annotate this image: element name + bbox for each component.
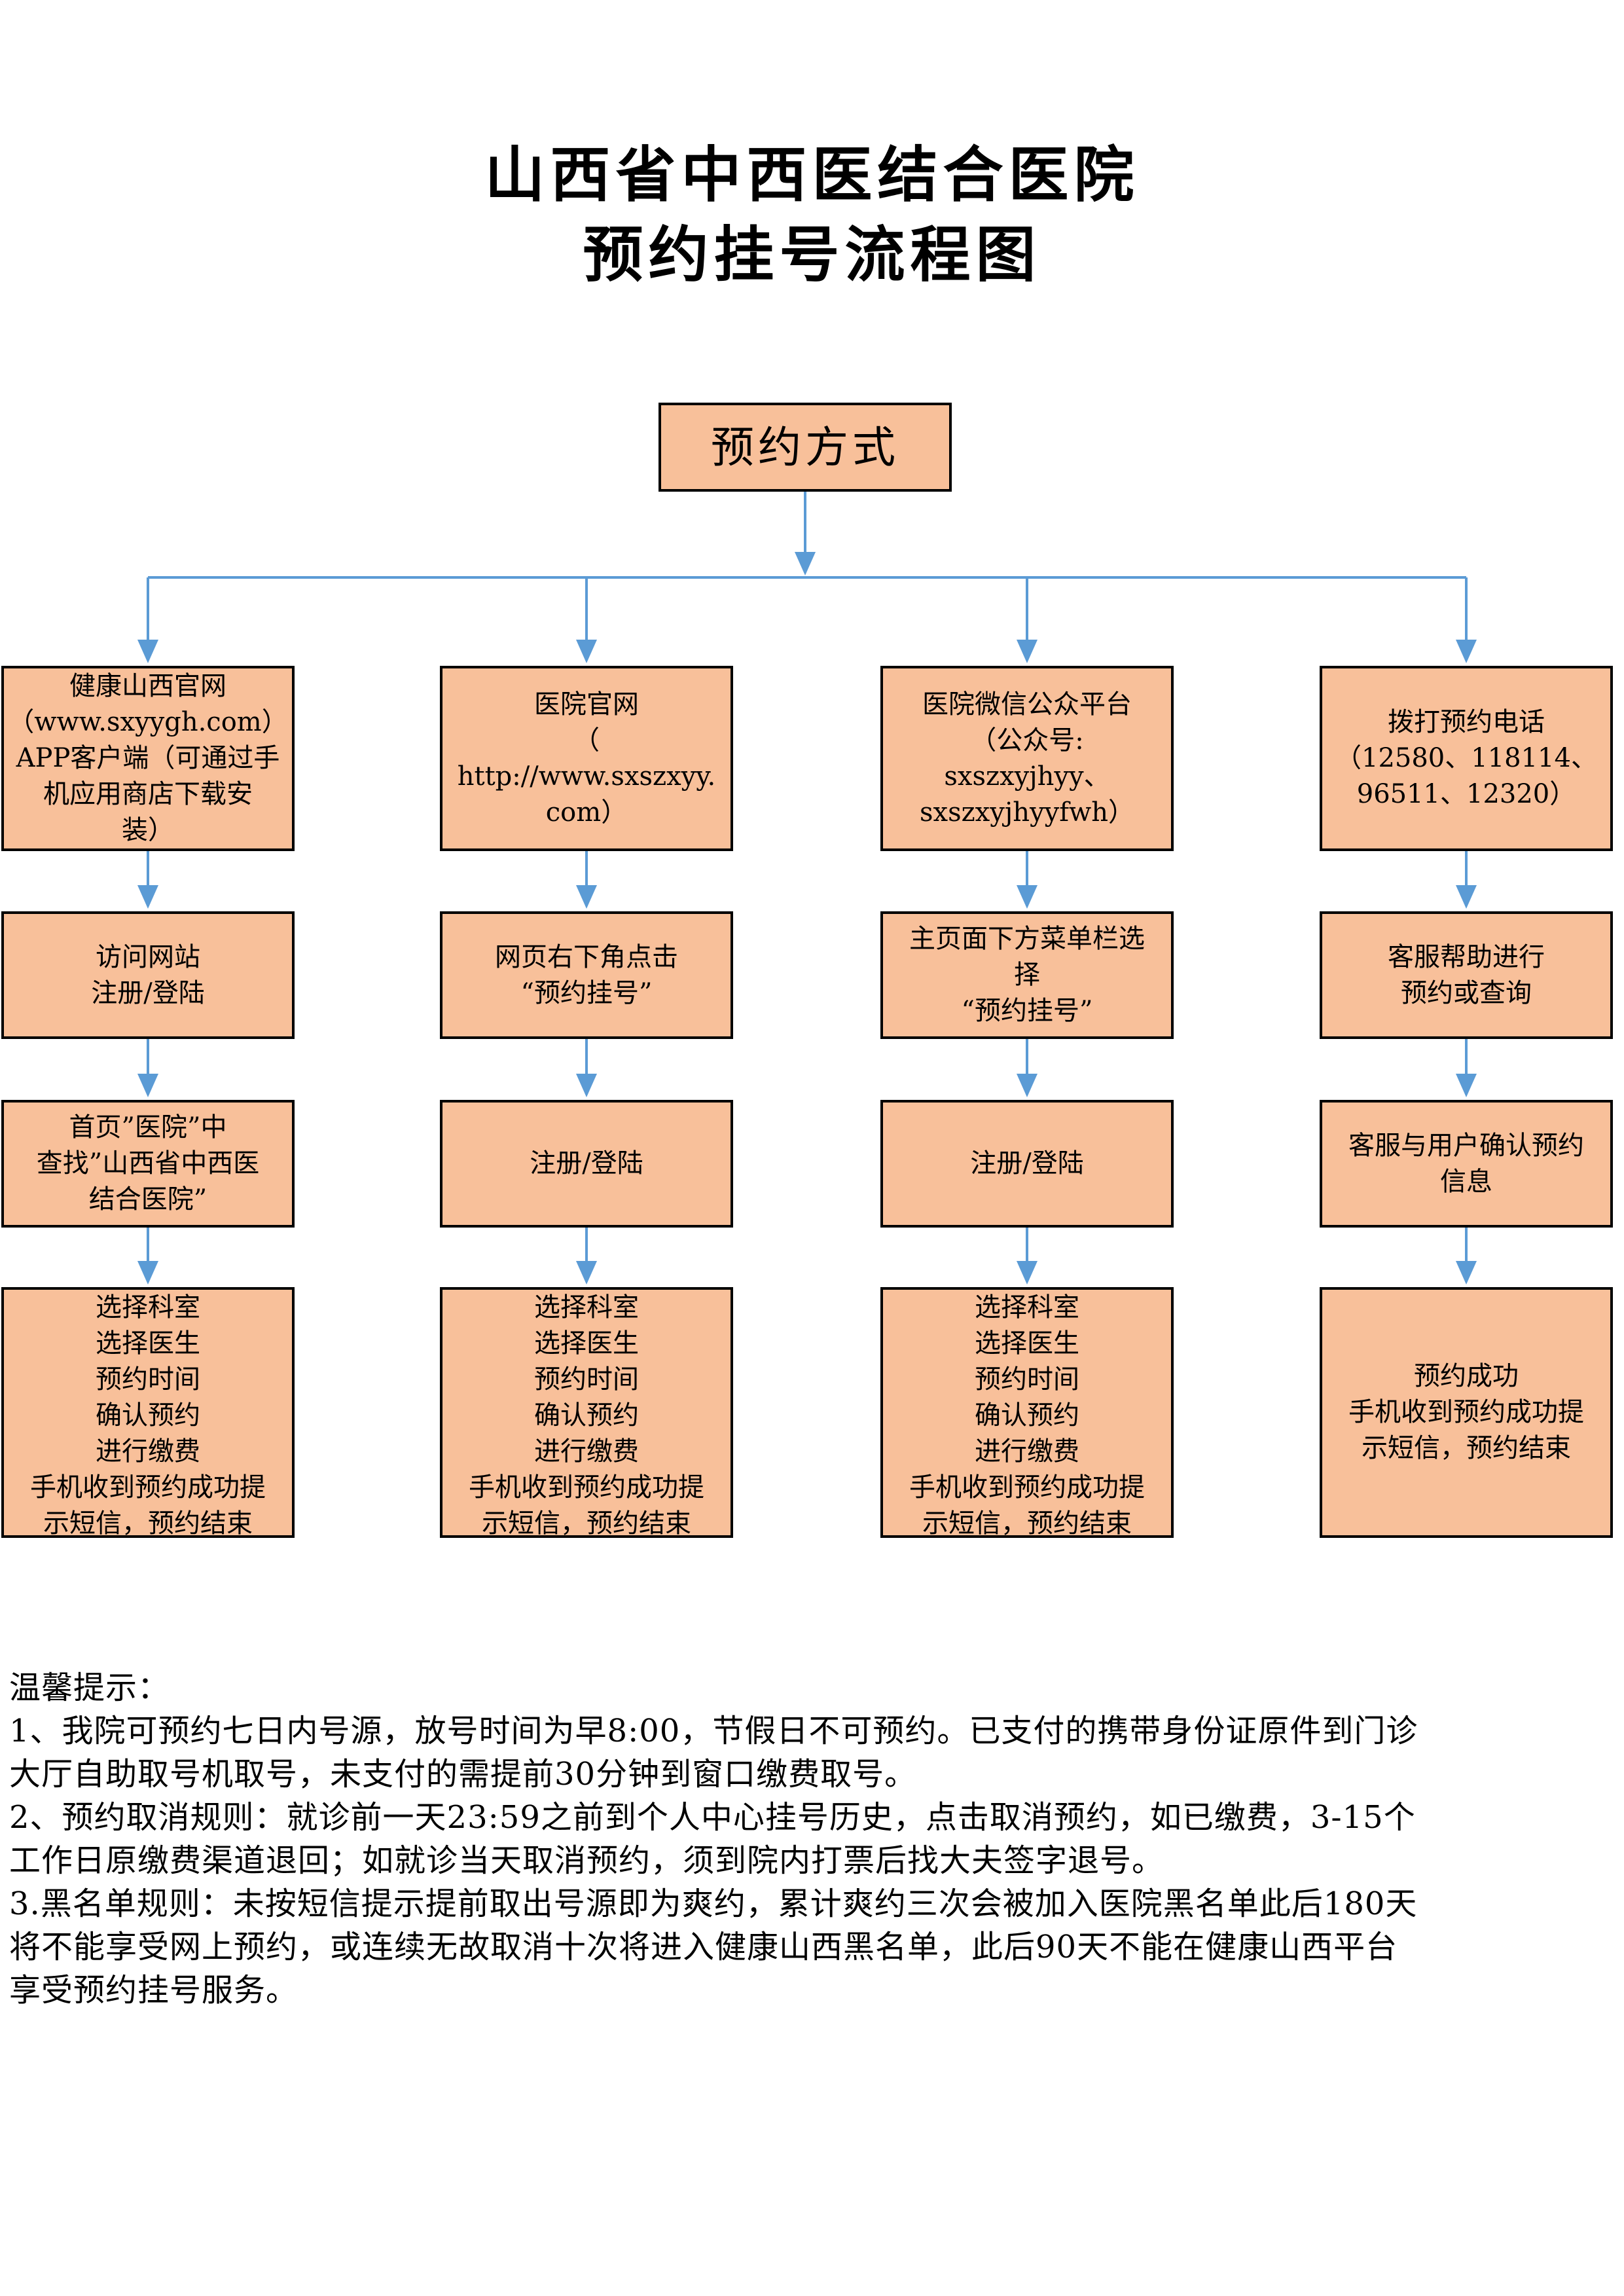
node-line: 示短信，预约结束 bbox=[922, 1508, 1132, 1538]
tips-line: 大厅自助取号机取号，未支付的需提前30分钟到窗口缴费取号。 bbox=[9, 1756, 917, 1793]
node-line: “预约挂号” bbox=[961, 996, 1093, 1026]
node-line: http://www.sxszxyy. bbox=[457, 761, 716, 792]
node-line: APP客户端（可通过手 bbox=[16, 743, 280, 773]
node-line: 手机收到预约成功提 bbox=[469, 1472, 704, 1503]
node-line: 信息 bbox=[1440, 1166, 1492, 1197]
node-line: （12580、118114、 bbox=[1335, 743, 1597, 773]
step1-node-hospital-website: 网页右下角点击 “预约挂号” bbox=[440, 911, 733, 1039]
node-line: 96511、12320） bbox=[1356, 779, 1576, 809]
tips-line: 1、我院可预约七日内号源，放号时间为早8:00，节假日不可预约。已支付的携带身份… bbox=[9, 1713, 1418, 1749]
node-line: 选择科室 bbox=[975, 1292, 1079, 1322]
node-line: 确认预约 bbox=[96, 1400, 200, 1430]
source-node-hospital-website: 医院官网 （ http://www.sxszxyy. com） bbox=[440, 666, 733, 851]
node-line: 选择医生 bbox=[96, 1328, 200, 1358]
node-line: 择 bbox=[1014, 960, 1040, 990]
step1-node-phone: 客服帮助进行 预约或查询 bbox=[1320, 911, 1613, 1039]
diagram-title: 山西省中西医结合医院 bbox=[484, 139, 1140, 210]
step2-node-hospital-website: 注册/登陆 bbox=[440, 1100, 733, 1228]
diagram-subtitle: 预约挂号流程图 bbox=[583, 219, 1041, 290]
step2-node-phone: 客服与用户确认预约 信息 bbox=[1320, 1100, 1613, 1228]
node-line: 注册/登陆 bbox=[530, 1148, 643, 1178]
node-line: 主页面下方菜单栏选 bbox=[909, 924, 1145, 954]
node-line: com） bbox=[545, 797, 628, 828]
tips-line: 2、预约取消规则：就诊前一天23:59之前到个人中心挂号历史，点击取消预约，如已… bbox=[9, 1799, 1416, 1836]
node-line: 手机收到预约成功提 bbox=[909, 1472, 1145, 1503]
node-line: 示短信，预约结束 bbox=[1362, 1433, 1571, 1463]
node-line: 手机收到预约成功提 bbox=[1348, 1397, 1584, 1427]
node-line: 首页”医院”中 bbox=[69, 1112, 227, 1142]
node-line: 客服帮助进行 bbox=[1388, 941, 1545, 972]
node-line: 选择医生 bbox=[534, 1328, 639, 1358]
tips-line: 将不能享受网上预约，或连续无故取消十次将进入健康山西黑名单，此后90天不能在健康… bbox=[9, 1929, 1398, 1965]
node-line: 查找”山西省中西医 bbox=[36, 1148, 260, 1178]
node-line: 注册/登陆 bbox=[91, 977, 205, 1008]
step3-node-phone: 预约成功 手机收到预约成功提 示短信，预约结束 bbox=[1320, 1287, 1613, 1538]
node-line: 示短信，预约结束 bbox=[482, 1508, 691, 1538]
step2-node-health-shanxi: 首页”医院”中 查找”山西省中西医 结合医院” bbox=[1, 1100, 295, 1228]
node-line: 预约时间 bbox=[534, 1364, 639, 1394]
step1-node-health-shanxi: 访问网站 注册/登陆 bbox=[1, 911, 295, 1039]
node-line: 客服与用户确认预约 bbox=[1348, 1130, 1584, 1161]
node-line: 选择医生 bbox=[975, 1328, 1079, 1358]
node-line: 进行缴费 bbox=[534, 1436, 639, 1467]
root-node-label: 预约方式 bbox=[711, 422, 899, 473]
node-line: 访问网站 bbox=[96, 941, 200, 972]
node-line: （www.sxyygh.com） bbox=[8, 707, 288, 737]
node-line: 进行缴费 bbox=[975, 1436, 1079, 1467]
tips-line: 工作日原缴费渠道退回；如就诊当天取消预约，须到院内打票后找大夫签字退号。 bbox=[9, 1842, 1164, 1879]
node-line: 结合医院” bbox=[88, 1184, 208, 1214]
node-line: 网页右下角点击 bbox=[495, 941, 678, 972]
node-line: 选择科室 bbox=[534, 1292, 639, 1322]
node-line: sxszxyjhyy、 bbox=[944, 761, 1110, 792]
node-line: 装） bbox=[122, 815, 174, 845]
step3-node-health-shanxi: 选择科室 选择医生 预约时间 确认预约 进行缴费 手机收到预约成功提 示短信，预… bbox=[1, 1287, 295, 1538]
node-line: （ bbox=[573, 725, 600, 756]
node-line: 注册/登陆 bbox=[970, 1148, 1084, 1178]
source-node-phone: 拨打预约电话 （12580、118114、 96511、12320） bbox=[1320, 666, 1613, 851]
tips-line: 3.黑名单规则：未按短信提示提前取出号源即为爽约，累计爽约三次会被加入医院黑名单… bbox=[9, 1886, 1418, 1922]
source-node-wechat: 医院微信公众平台 （公众号: sxszxyjhyy、 sxszxyjhyyfwh… bbox=[880, 666, 1174, 851]
tips-heading: 温馨提示： bbox=[9, 1669, 170, 1706]
node-line: 机应用商店下载安 bbox=[43, 779, 253, 809]
node-line: 预约或查询 bbox=[1401, 977, 1532, 1008]
node-line: 进行缴费 bbox=[96, 1436, 200, 1467]
node-line: 医院微信公众平台 bbox=[922, 689, 1132, 720]
node-line: 健康山西官网 bbox=[69, 671, 226, 701]
step3-node-hospital-website: 选择科室 选择医生 预约时间 确认预约 进行缴费 手机收到预约成功提 示短信，预… bbox=[440, 1287, 733, 1538]
tips-section: 温馨提示： 1、我院可预约七日内号源，放号时间为早8:00，节假日不可预约。已支… bbox=[9, 1666, 1613, 2012]
node-line: 预约时间 bbox=[96, 1364, 200, 1394]
tips-line: 享受预约挂号服务。 bbox=[9, 1972, 298, 2009]
node-line: 预约成功 bbox=[1414, 1361, 1519, 1391]
node-line: 选择科室 bbox=[96, 1292, 200, 1322]
node-line: 示短信，预约结束 bbox=[43, 1508, 253, 1538]
node-line: （公众号: bbox=[970, 725, 1084, 756]
node-line: 确认预约 bbox=[975, 1400, 1079, 1430]
step1-node-wechat: 主页面下方菜单栏选 择 “预约挂号” bbox=[880, 911, 1174, 1039]
step3-node-wechat: 选择科室 选择医生 预约时间 确认预约 进行缴费 手机收到预约成功提 示短信，预… bbox=[880, 1287, 1174, 1538]
node-line: 手机收到预约成功提 bbox=[30, 1472, 266, 1503]
root-node: 预约方式 bbox=[659, 403, 952, 492]
node-line: 医院官网 bbox=[534, 689, 639, 720]
node-line: “预约挂号” bbox=[520, 977, 653, 1008]
node-line: 确认预约 bbox=[534, 1400, 639, 1430]
node-line: 预约时间 bbox=[975, 1364, 1079, 1394]
node-line: 拨打预约电话 bbox=[1388, 707, 1545, 737]
step2-node-wechat: 注册/登陆 bbox=[880, 1100, 1174, 1228]
node-line: sxszxyjhyyfwh） bbox=[919, 797, 1134, 828]
source-node-health-shanxi: 健康山西官网 （www.sxyygh.com） APP客户端（可通过手 机应用商… bbox=[1, 666, 295, 851]
